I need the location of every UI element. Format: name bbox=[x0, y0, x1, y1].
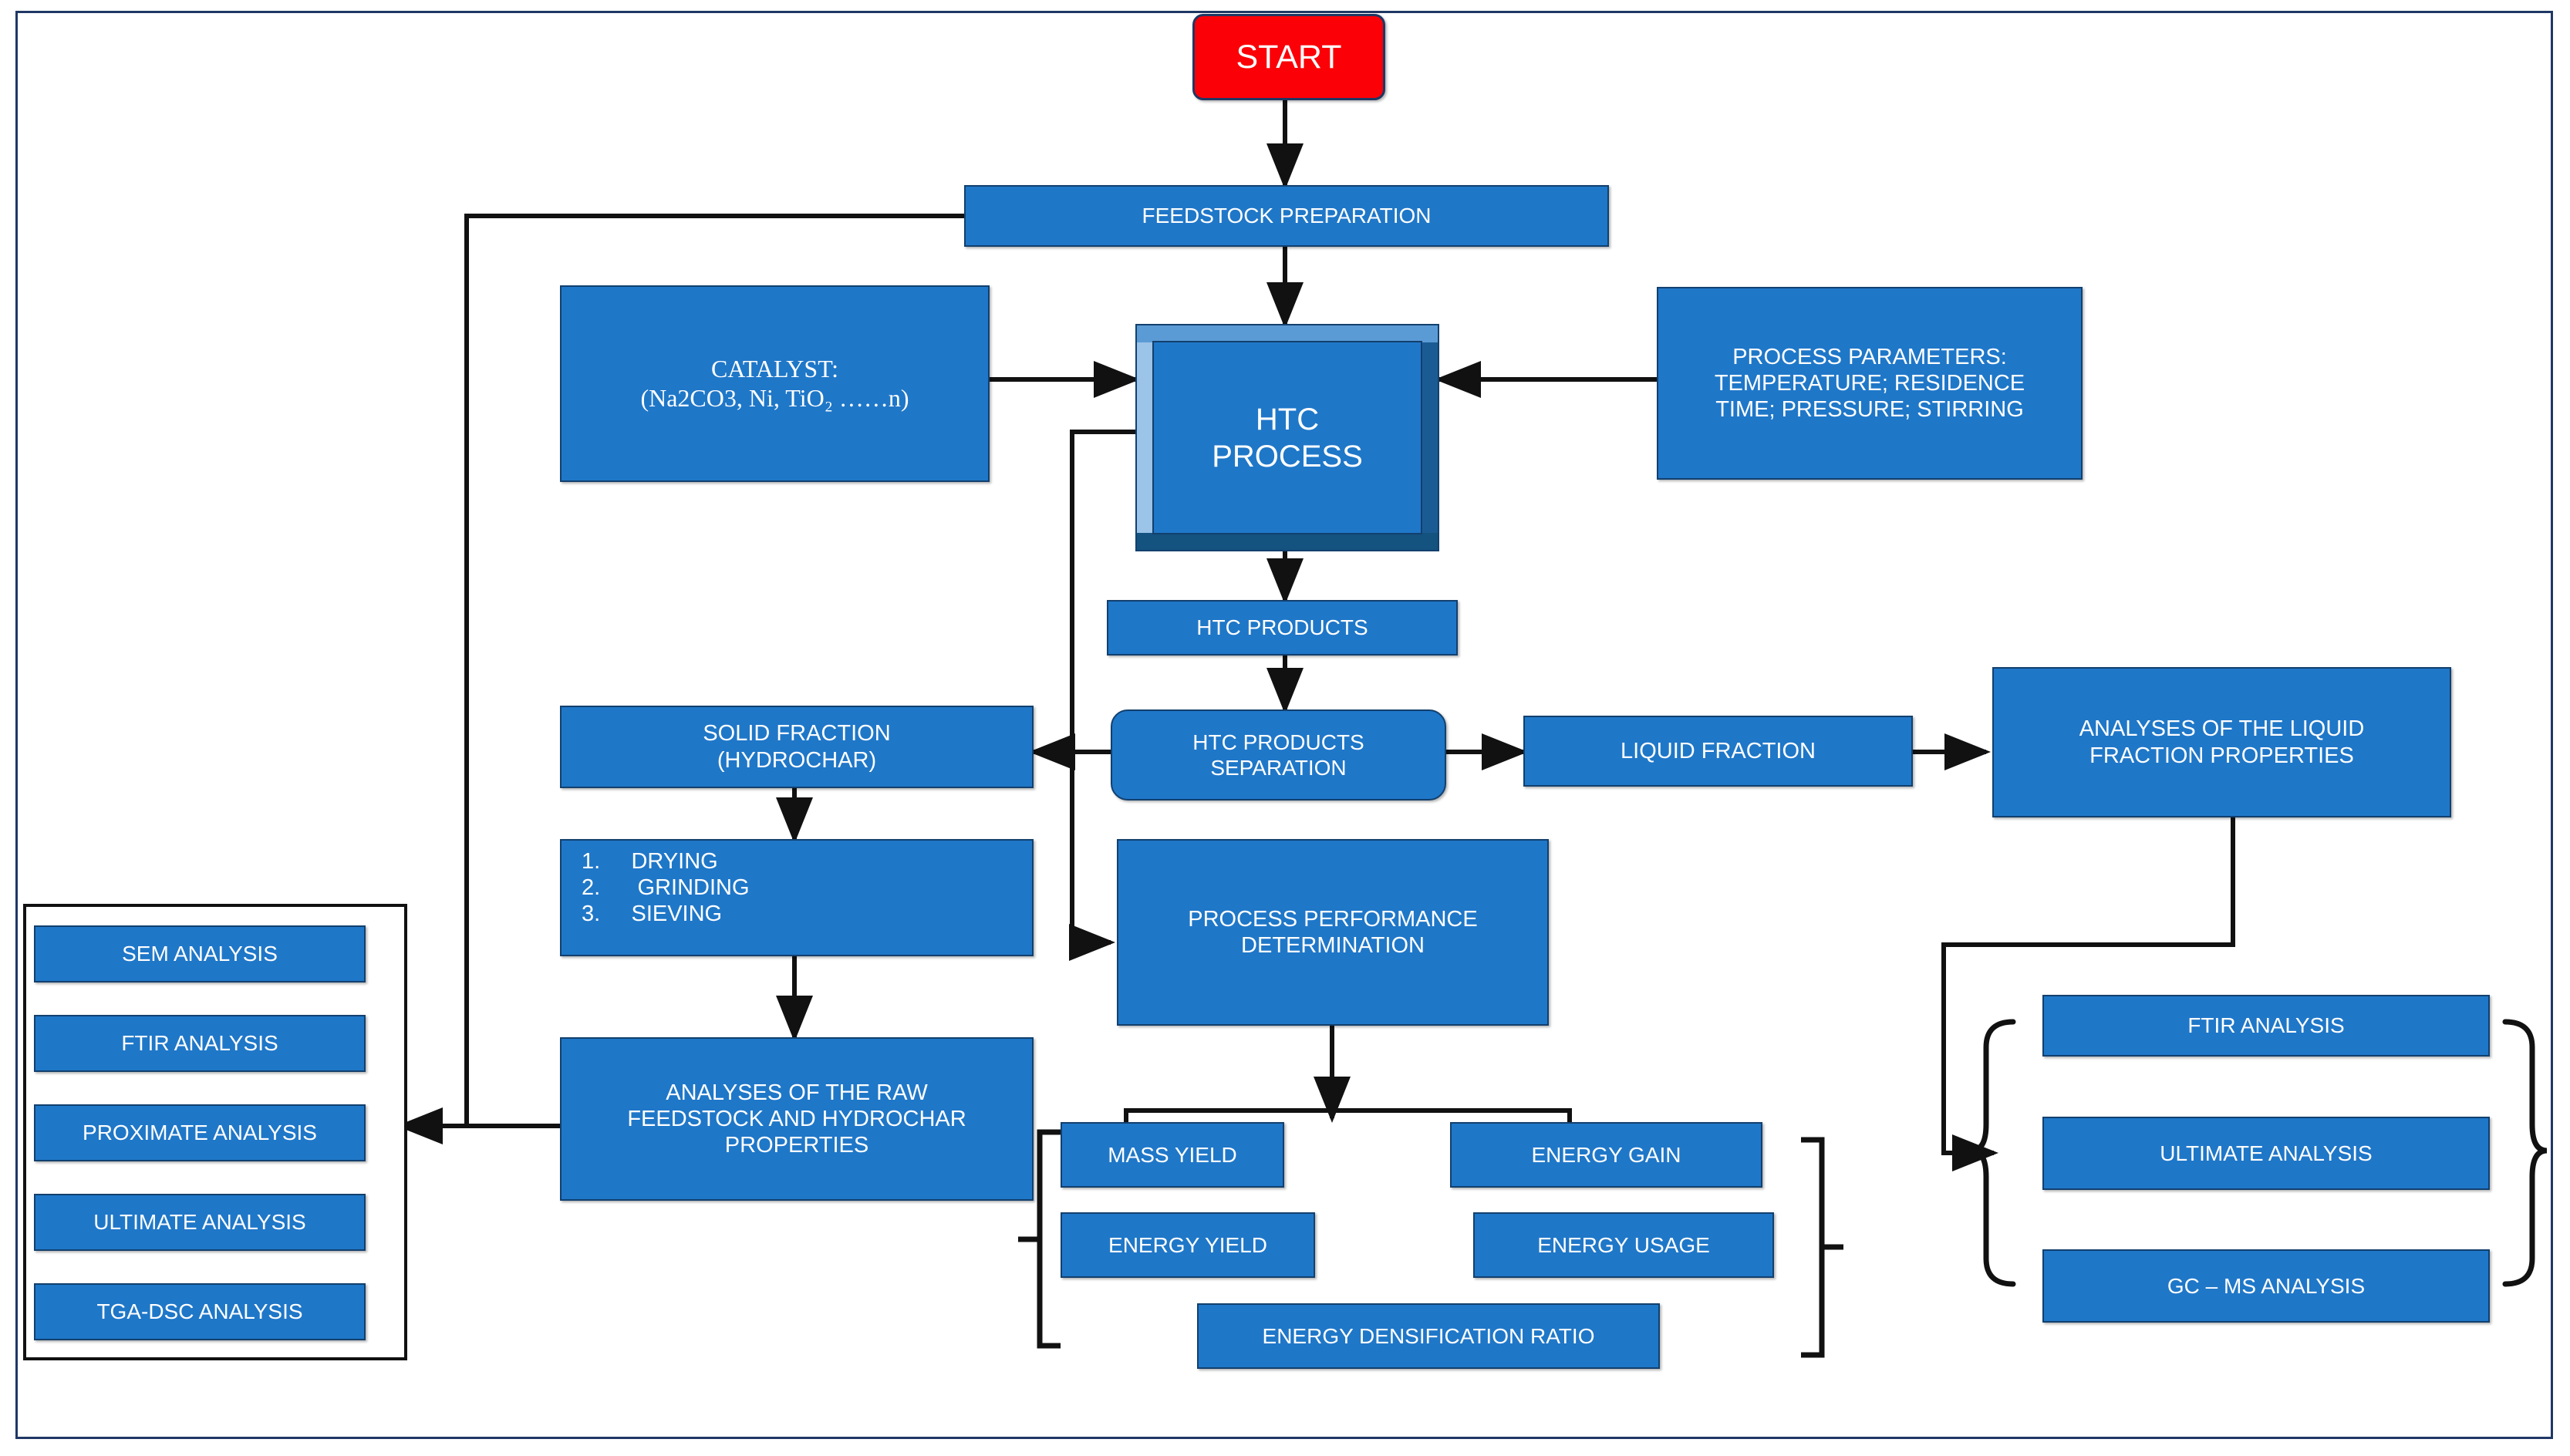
analysis-item-ultimate[interactable]: ULTIMATE ANALYSIS bbox=[34, 1194, 366, 1251]
step-line-2: 2. GRINDING bbox=[582, 875, 750, 901]
node-htc-products[interactable]: HTC PRODUCTS bbox=[1107, 600, 1458, 656]
analyses-liquid-line-1: ANALYSES OF THE LIQUID bbox=[2079, 716, 2365, 742]
node-liquid-fraction[interactable]: LIQUID FRACTION bbox=[1523, 716, 1913, 787]
separation-line-2: SEPARATION bbox=[1210, 756, 1347, 780]
solid-fraction-line-2: (HYDROCHAR) bbox=[717, 747, 877, 773]
analysis-item-tga-dsc[interactable]: TGA-DSC ANALYSIS bbox=[34, 1283, 366, 1340]
node-process-performance[interactable]: PROCESS PERFORMANCE DETERMINATION bbox=[1117, 839, 1549, 1026]
htc-top-bevel bbox=[1135, 324, 1439, 342]
process-performance-line-1: PROCESS PERFORMANCE bbox=[1188, 906, 1478, 932]
metric-energy-densification-ratio[interactable]: ENERGY DENSIFICATION RATIO bbox=[1197, 1303, 1660, 1369]
htc-line-2: PROCESS bbox=[1212, 439, 1363, 474]
node-feedstock-preparation[interactable]: FEEDSTOCK PREPARATION bbox=[964, 185, 1609, 247]
process-performance-line-2: DETERMINATION bbox=[1241, 933, 1425, 958]
node-analyses-liquid-fraction[interactable]: ANALYSES OF THE LIQUID FRACTION PROPERTI… bbox=[1992, 667, 2451, 817]
analysis-item-ftir[interactable]: FTIR ANALYSIS bbox=[34, 1015, 366, 1072]
analyses-liquid-line-2: FRACTION PROPERTIES bbox=[2089, 743, 2354, 768]
node-process-parameters[interactable]: PROCESS PARAMETERS: TEMPERATURE; RESIDEN… bbox=[1657, 287, 2083, 480]
analysis-item-sem[interactable]: SEM ANALYSIS bbox=[34, 925, 366, 982]
htc-outline bbox=[1135, 324, 1439, 551]
node-htc-process[interactable]: HTC PROCESS bbox=[1135, 324, 1439, 551]
separation-line-1: HTC PRODUCTS bbox=[1192, 730, 1364, 754]
analysis-item-proximate[interactable]: PROXIMATE ANALYSIS bbox=[34, 1104, 366, 1161]
node-solid-fraction[interactable]: SOLID FRACTION (HYDROCHAR) bbox=[560, 706, 1034, 788]
htc-right-bevel bbox=[1421, 324, 1439, 551]
metric-energy-gain[interactable]: ENERGY GAIN bbox=[1450, 1122, 1762, 1188]
catalyst-line-2: (Na2CO3, Ni, TiO₂ ……n) bbox=[640, 383, 909, 412]
process-parameters-line-2: TEMPERATURE; RESIDENCE bbox=[1714, 370, 2025, 396]
step-line-1: 1. DRYING bbox=[582, 849, 718, 874]
liquid-analysis-ftir[interactable]: FTIR ANALYSIS bbox=[2042, 995, 2490, 1057]
node-hydrochar-steps[interactable]: 1. DRYING 2. GRINDING 3. SIEVING bbox=[560, 839, 1034, 956]
liquid-analysis-gc-ms[interactable]: GC – MS ANALYSIS bbox=[2042, 1249, 2490, 1323]
analyses-raw-line-3: PROPERTIES bbox=[724, 1133, 869, 1158]
metric-energy-yield[interactable]: ENERGY YIELD bbox=[1061, 1212, 1315, 1278]
node-start[interactable]: START bbox=[1192, 14, 1385, 100]
process-parameters-line-1: PROCESS PARAMETERS: bbox=[1732, 344, 2007, 369]
node-catalyst[interactable]: CATALYST: (Na2CO3, Ni, TiO₂ ……n) bbox=[560, 285, 990, 482]
analyses-raw-line-1: ANALYSES OF THE RAW bbox=[666, 1080, 928, 1105]
analyses-raw-line-2: FEEDSTOCK AND HYDROCHAR bbox=[627, 1106, 966, 1131]
solid-fraction-line-1: SOLID FRACTION bbox=[703, 721, 891, 747]
metric-energy-usage[interactable]: ENERGY USAGE bbox=[1473, 1212, 1774, 1278]
liquid-analysis-ultimate[interactable]: ULTIMATE ANALYSIS bbox=[2042, 1117, 2490, 1190]
catalyst-line-1: CATALYST: bbox=[710, 354, 839, 383]
process-parameters-line-3: TIME; PRESSURE; STIRRING bbox=[1715, 397, 2024, 423]
metric-mass-yield[interactable]: MASS YIELD bbox=[1061, 1122, 1284, 1188]
step-line-3: 3. SIEVING bbox=[582, 902, 723, 927]
node-analyses-raw-feedstock[interactable]: ANALYSES OF THE RAW FEEDSTOCK AND HYDROC… bbox=[560, 1037, 1034, 1201]
htc-bottom-bevel bbox=[1135, 533, 1439, 551]
htc-left-bevel bbox=[1135, 324, 1154, 551]
htc-face: HTC PROCESS bbox=[1152, 341, 1422, 534]
node-htc-products-separation[interactable]: HTC PRODUCTS SEPARATION bbox=[1111, 709, 1446, 800]
htc-line-1: HTC bbox=[1255, 402, 1320, 436]
